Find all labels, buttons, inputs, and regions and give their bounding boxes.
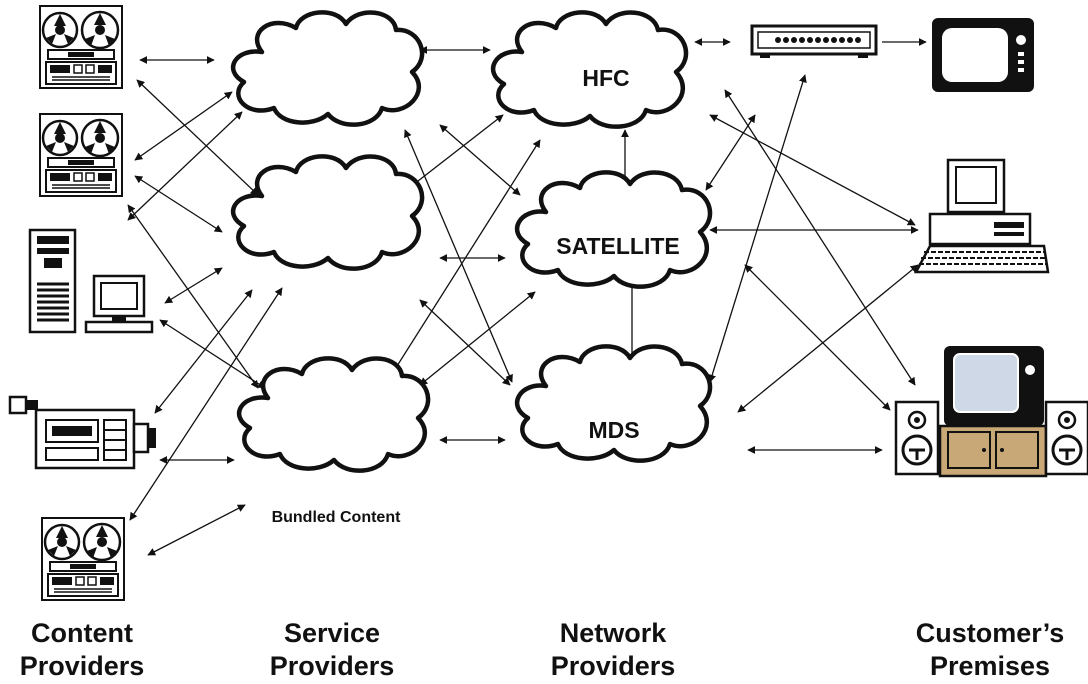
- desktop-computer-icon: [84, 274, 154, 334]
- video-camera-icon: [8, 395, 156, 470]
- column-label-network-providers: Network Providers: [551, 618, 676, 681]
- reel-to-reel-tape-icon: [40, 516, 126, 602]
- reel-to-reel-tape-icon: [38, 4, 124, 90]
- svg-text:Providers: Providers: [20, 651, 145, 681]
- bundled-content-label: Bundled Content: [272, 509, 402, 526]
- satellite-cloud: SATELLITE: [514, 170, 713, 289]
- computer-terminal-icon: [913, 158, 1050, 274]
- service-cloud-bottom: [236, 356, 431, 473]
- mds-cloud: MDS: [514, 344, 713, 463]
- column-label-content-providers: Content Providers: [20, 618, 145, 681]
- hfc-cloud: HFC: [490, 10, 689, 129]
- svg-text:Customer’s: Customer’s: [916, 618, 1065, 648]
- svg-text:Content: Content: [31, 618, 133, 648]
- hfc-label: HFC: [582, 65, 629, 91]
- connection-arrows: [127, 38, 919, 556]
- satellite-label: SATELLITE: [556, 233, 680, 259]
- svg-text:Service: Service: [284, 618, 380, 648]
- reel-to-reel-tape-icon: [38, 112, 124, 198]
- server-tower-icon: [28, 228, 77, 334]
- svg-text:Providers: Providers: [270, 651, 395, 681]
- column-label-customers-premises: Customer’s Premises: [916, 618, 1065, 681]
- svg-text:Premises: Premises: [930, 651, 1050, 681]
- svg-text:Network: Network: [560, 618, 668, 648]
- mds-label: MDS: [588, 417, 639, 443]
- service-cloud-middle: [230, 154, 425, 271]
- set-top-box-icon: [750, 24, 878, 58]
- home-theater-icon: [894, 346, 1088, 478]
- svg-text:Providers: Providers: [551, 651, 676, 681]
- television-icon: [932, 18, 1034, 92]
- column-label-service-providers: Service Providers: [270, 618, 395, 681]
- service-cloud-top: [230, 10, 425, 127]
